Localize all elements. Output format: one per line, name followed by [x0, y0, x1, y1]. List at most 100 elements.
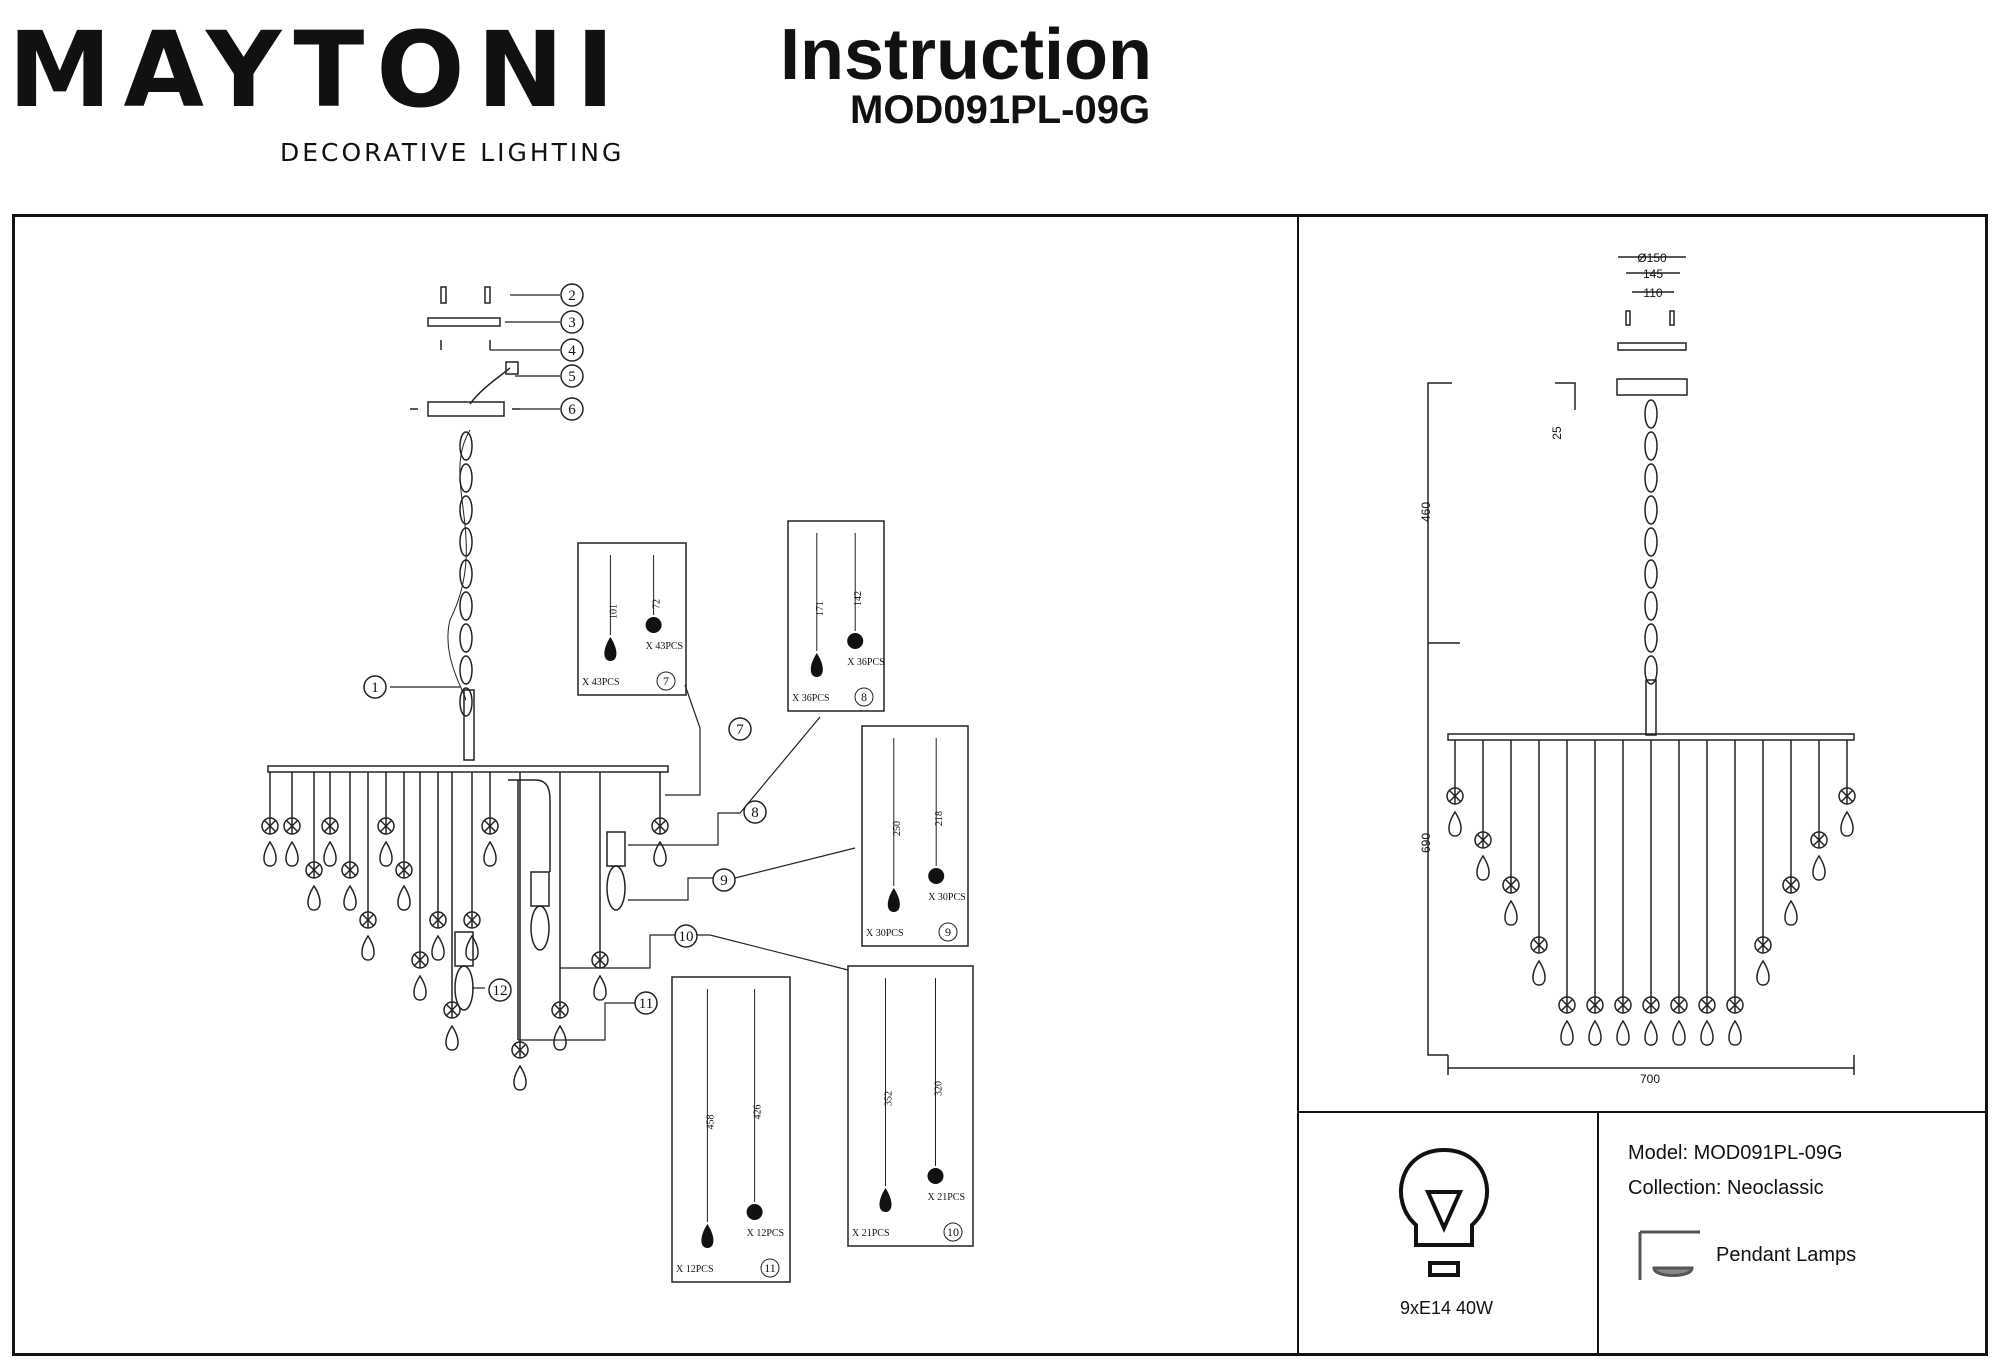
chain-link	[1644, 591, 1658, 621]
dim-460: 460	[1419, 502, 1433, 522]
callout-10: 10	[674, 924, 698, 948]
svg-text:458: 458	[705, 1115, 716, 1130]
crystal-drop	[1700, 1019, 1714, 1046]
crystal-bead	[1698, 996, 1716, 1014]
model-value: MOD091PL-09G	[1693, 1142, 1843, 1164]
svg-text:X 30PCS: X 30PCS	[866, 928, 904, 939]
crystal-bead	[651, 817, 669, 835]
crystal-drop	[604, 637, 617, 661]
crystal-bead	[1502, 876, 1520, 894]
crystal-drop	[1560, 1019, 1574, 1046]
frame-bar	[267, 765, 669, 773]
crystal-bead	[1446, 787, 1464, 805]
crystal-rods	[1446, 740, 1856, 1046]
crystal-bead	[395, 861, 413, 879]
part-box-8	[787, 520, 885, 712]
chain-link	[1644, 431, 1658, 461]
dimension-view	[1427, 256, 1856, 1075]
crystal-drop	[887, 888, 900, 912]
crystal-bead	[591, 951, 609, 969]
chain-link	[1644, 559, 1658, 589]
callout-5: 5	[560, 364, 584, 388]
svg-text:X 36PCS: X 36PCS	[847, 657, 885, 668]
svg-text:X 21PCS: X 21PCS	[928, 1192, 966, 1203]
part-box-10	[847, 965, 974, 1247]
stem	[1645, 679, 1657, 736]
part-box-11	[671, 976, 791, 1283]
chain-link	[1644, 399, 1658, 429]
collection-row: Collection: Neoclassic	[1628, 1177, 1824, 1200]
part-boxes	[577, 520, 974, 1283]
crystal-drop	[397, 884, 411, 911]
svg-text:218: 218	[934, 811, 945, 826]
canopy	[1616, 378, 1688, 396]
crystal-bead	[321, 817, 339, 835]
svg-text:101: 101	[608, 604, 619, 619]
callout-1: 1	[363, 675, 387, 699]
callout-4: 4	[560, 338, 584, 362]
screw-icon	[440, 286, 447, 304]
svg-text:8: 8	[861, 690, 867, 704]
svg-text:X 21PCS: X 21PCS	[852, 1228, 890, 1239]
svg-text:6: 6	[568, 402, 576, 418]
dim-width-145: 145	[1643, 267, 1663, 281]
svg-text:4: 4	[568, 343, 576, 359]
svg-text:9: 9	[720, 873, 728, 889]
lamp-type: Pendant Lamps	[1716, 1244, 1857, 1266]
crystal-bead	[645, 617, 662, 633]
crystal-bead	[261, 817, 279, 835]
crystal-drop	[1672, 1019, 1686, 1046]
svg-text:X 12PCS: X 12PCS	[676, 1264, 714, 1275]
crystal-drop	[653, 840, 667, 867]
crystal-bead	[341, 861, 359, 879]
svg-text:352: 352	[884, 1091, 895, 1106]
dim-diameter: Ø150	[1637, 251, 1667, 265]
crystal-drop	[431, 934, 445, 961]
svg-text:X 36PCS: X 36PCS	[792, 693, 830, 704]
screw-icon	[484, 286, 491, 304]
bulb-holder	[454, 931, 474, 967]
crystal-drop	[701, 1224, 714, 1248]
bulb	[454, 965, 474, 1011]
crystal-bead	[1726, 996, 1744, 1014]
svg-text:X 12PCS: X 12PCS	[747, 1228, 785, 1239]
crystal-bead	[551, 1001, 569, 1019]
exploded-assembly	[261, 286, 669, 1091]
part-box-9	[861, 725, 969, 947]
bulb	[530, 905, 550, 951]
brand-tagline: DECORATIVE LIGHTING	[280, 138, 625, 167]
chain-link	[459, 591, 473, 621]
crystal-bead	[1670, 996, 1688, 1014]
canopy	[427, 401, 505, 417]
svg-text:X 43PCS: X 43PCS	[646, 641, 684, 652]
model-row: Model: MOD091PL-09G	[1628, 1142, 1843, 1165]
svg-text:5: 5	[568, 369, 576, 385]
drawing-frame	[12, 214, 1988, 1356]
crystal-drop	[379, 840, 393, 867]
svg-text:1: 1	[371, 680, 379, 696]
svg-text:250: 250	[892, 821, 903, 836]
crystal-drop	[1728, 1019, 1742, 1046]
chain	[459, 431, 473, 717]
dim-25: 25	[1550, 426, 1564, 440]
bulb-spec: 9xE14 40W	[1400, 1298, 1494, 1318]
callout-12: 12	[488, 978, 512, 1002]
dimension-labels: Ø150 145 110 25 460 690 700	[1419, 251, 1667, 1086]
chain	[1644, 399, 1658, 685]
crystal-drop	[1448, 810, 1462, 837]
svg-text:X 30PCS: X 30PCS	[928, 892, 966, 903]
collection-value: Neoclassic	[1726, 1177, 1824, 1199]
crystal-drop	[1644, 1019, 1658, 1046]
callout-9: 9	[712, 868, 736, 892]
crystal-drop	[413, 974, 427, 1001]
brand-logo: MAYTONI DECORATIVE LIGHTING	[8, 18, 621, 167]
chain-link	[459, 623, 473, 653]
chain-link	[459, 495, 473, 525]
chain-link	[1644, 495, 1658, 525]
crystal-bead	[1586, 996, 1604, 1014]
svg-text:171: 171	[815, 601, 826, 616]
